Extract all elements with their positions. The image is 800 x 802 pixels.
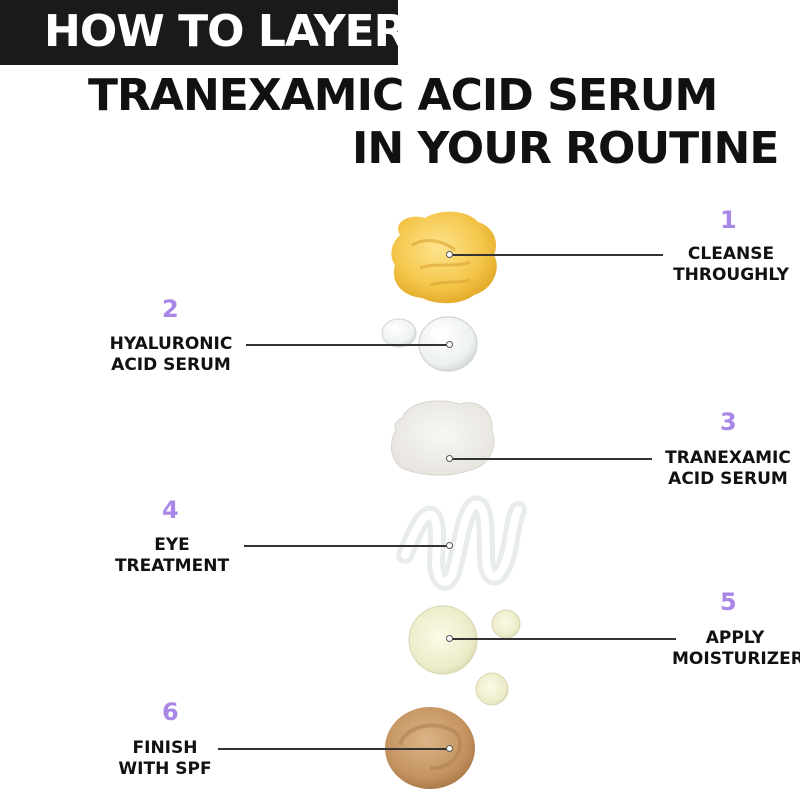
anchor-dot-2 xyxy=(446,341,453,348)
step-label-5: APPLY MOISTURIZER xyxy=(672,628,800,670)
anchor-dot-1 xyxy=(446,251,453,258)
step-label-3-line2: ACID SERUM xyxy=(668,469,788,489)
step-label-6-line1: FINISH xyxy=(132,738,198,758)
connector-line-3 xyxy=(450,458,652,460)
step-label-4: EYE TREATMENT xyxy=(104,535,240,577)
connector-line-5 xyxy=(450,638,676,640)
step-number-6: 6 xyxy=(162,698,179,726)
step-label-2: HYALURONIC ACID SERUM xyxy=(100,334,242,376)
step-label-1: CLEANSE THROUGHLY xyxy=(663,244,799,286)
step-label-1-line2: THROUGHLY xyxy=(673,265,789,285)
step-number-1: 1 xyxy=(720,206,737,234)
moisturizer-swatch xyxy=(408,605,521,706)
page-title-line-1: TRANEXAMIC ACID SERUM xyxy=(88,70,718,121)
eye-treatment-swatch xyxy=(396,495,527,591)
step-label-2-line2: ACID SERUM xyxy=(111,355,231,375)
page-title-line-2: IN YOUR ROUTINE xyxy=(352,123,779,174)
header-banner: HOW TO LAYER xyxy=(0,0,407,65)
connector-line-4 xyxy=(244,545,450,547)
step-number-3: 3 xyxy=(720,408,737,436)
connector-line-1 xyxy=(450,254,663,256)
step-number-4: 4 xyxy=(162,496,179,524)
hyaluronic-swatch xyxy=(381,316,478,372)
step-label-2-line1: HYALURONIC xyxy=(109,334,233,354)
tranexamic-swatch xyxy=(391,400,495,476)
anchor-dot-3 xyxy=(446,455,453,462)
step-label-3-line1: TRANEXAMIC xyxy=(665,448,791,468)
step-label-6-line2: WITH SPF xyxy=(118,759,212,779)
step-label-3: TRANEXAMIC ACID SERUM xyxy=(656,448,800,490)
cleanser-swatch xyxy=(391,211,497,304)
step-label-5-line1: APPLY xyxy=(705,628,765,648)
anchor-dot-4 xyxy=(446,542,453,549)
step-label-4-line2: TREATMENT xyxy=(114,556,230,576)
connector-line-6 xyxy=(218,748,450,750)
anchor-dot-5 xyxy=(446,635,453,642)
step-label-4-line1: EYE xyxy=(154,535,190,555)
step-label-1-line1: CLEANSE xyxy=(687,244,775,264)
step-label-5-line2: MOISTURIZER xyxy=(672,649,800,669)
banner-text: HOW TO LAYER xyxy=(44,6,407,57)
step-number-2: 2 xyxy=(162,295,179,323)
step-number-5: 5 xyxy=(720,588,737,616)
anchor-dot-6 xyxy=(446,745,453,752)
step-label-6: FINISH WITH SPF xyxy=(116,738,214,780)
connector-line-2 xyxy=(246,344,450,346)
